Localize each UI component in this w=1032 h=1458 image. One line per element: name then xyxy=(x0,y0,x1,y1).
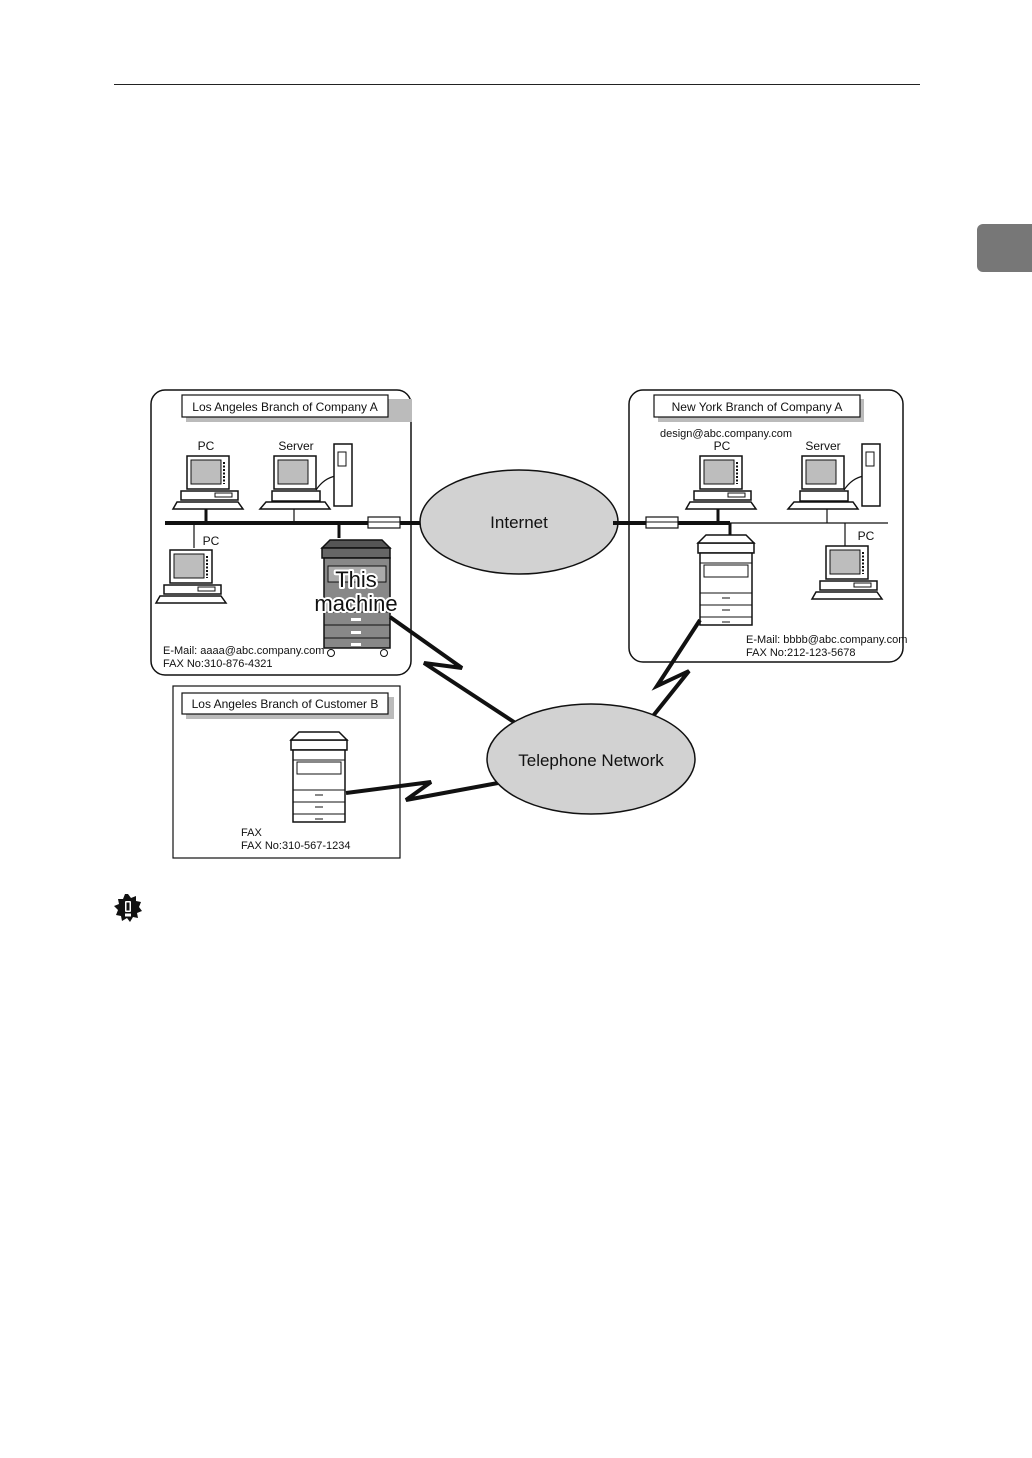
ny-fax: FAX No:212-123-5678 xyxy=(746,647,855,659)
telephone-network-label: Telephone Network xyxy=(518,751,664,770)
ny-company-box: New York Branch of Company A design@abc.… xyxy=(613,389,907,663)
this-machine-label-1: This xyxy=(335,567,377,592)
this-machine-label-halo-2: machine xyxy=(314,591,397,616)
ny-fax-machine-icon xyxy=(697,534,755,626)
la-customer-box: Los Angeles Branch of Customer B FAX FAX… xyxy=(172,685,401,859)
telephone-network-cloud: Telephone Network xyxy=(486,703,696,815)
internet-label: Internet xyxy=(490,513,548,532)
ny-pc-label: PC xyxy=(714,439,731,453)
customer-fax-number: FAX No:310-567-1234 xyxy=(241,840,350,852)
chapter-tab xyxy=(977,224,1032,272)
la-customer-title: Los Angeles Branch of Customer B xyxy=(192,697,379,711)
this-machine-icon xyxy=(320,539,392,657)
customer-fax-machine-icon xyxy=(290,731,348,823)
la-pc-top-label: PC xyxy=(198,439,215,453)
telephone-links xyxy=(345,615,702,802)
important-icon xyxy=(114,894,142,922)
ny-server-label: Server xyxy=(805,439,840,453)
la-company-box: Los Angeles Branch of Company A PC Serve… xyxy=(150,389,412,676)
customer-fax-label: FAX xyxy=(241,827,262,839)
ny-pc-right-label: PC xyxy=(858,529,875,543)
la-company-title: Los Angeles Branch of Company A xyxy=(192,400,377,414)
la-fax: FAX No:310-876-4321 xyxy=(163,658,272,670)
internet-cloud: Internet xyxy=(419,469,619,575)
ny-design-email: design@abc.company.com xyxy=(660,428,792,440)
header-rule xyxy=(114,84,920,85)
la-server-label: Server xyxy=(278,439,313,453)
this-machine-label-2: machine xyxy=(314,591,397,616)
ny-email: E-Mail: bbbb@abc.company.com xyxy=(746,634,907,646)
la-pc-left-label: PC xyxy=(203,534,220,548)
ny-company-title: New York Branch of Company A xyxy=(672,400,843,414)
la-email: E-Mail: aaaa@abc.company.com xyxy=(163,645,324,657)
this-machine-label-halo-1: This xyxy=(335,567,377,592)
